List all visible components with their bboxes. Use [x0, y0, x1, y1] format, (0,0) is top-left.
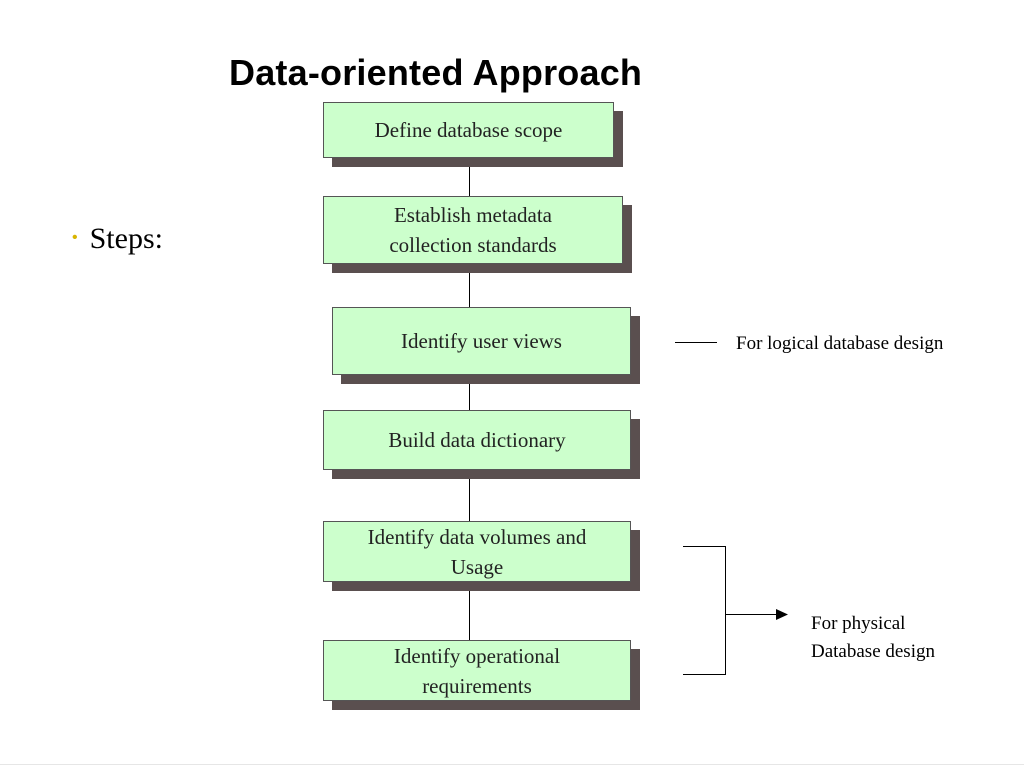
step-box-operational-requirements: Identify operational requirements [323, 640, 631, 701]
connector-line [469, 582, 470, 640]
arrow-shaft [725, 614, 779, 615]
physical-design-note: For physical Database design [811, 610, 935, 666]
bullet-item: • Steps: [72, 222, 163, 256]
step-label: Identify user views [401, 329, 562, 353]
connector-line [469, 264, 470, 307]
bracket-vertical-line [725, 546, 726, 675]
connector-line [469, 157, 470, 196]
step-box-user-views: Identify user views [332, 307, 631, 375]
logical-note-line [675, 342, 717, 343]
step-label: Define database scope [374, 118, 563, 142]
step-label: Identify data volumes and [367, 524, 587, 549]
arrow-head-icon [776, 609, 788, 620]
step-label: Usage [450, 554, 504, 579]
step-label: Build data dictionary [388, 428, 566, 452]
step-box-data-volumes: Identify data volumes and Usage [323, 521, 631, 582]
bullet-dot-icon: • [72, 229, 78, 246]
step-label: collection standards [389, 233, 557, 257]
connector-line [469, 375, 470, 410]
step-box-metadata-standards: Establish metadata collection standards [323, 196, 623, 264]
bracket-top-line [683, 546, 725, 547]
slide-title: Data-oriented Approach [229, 52, 643, 93]
step-box-data-dictionary: Build data dictionary [323, 410, 631, 470]
connector-line [469, 470, 470, 521]
logical-design-note: For logical database design [736, 333, 944, 354]
physical-note-line2: Database design [811, 641, 935, 662]
physical-note-line1: For physical [811, 613, 906, 634]
step-box-define-scope: Define database scope [323, 102, 614, 158]
step-label: Identify operational [393, 643, 561, 668]
footer-divider [0, 764, 1024, 765]
bullet-text: Steps: [89, 222, 163, 255]
step-label: Establish metadata [393, 203, 553, 227]
step-label: requirements [422, 673, 532, 698]
bracket-bottom-line [683, 674, 725, 675]
